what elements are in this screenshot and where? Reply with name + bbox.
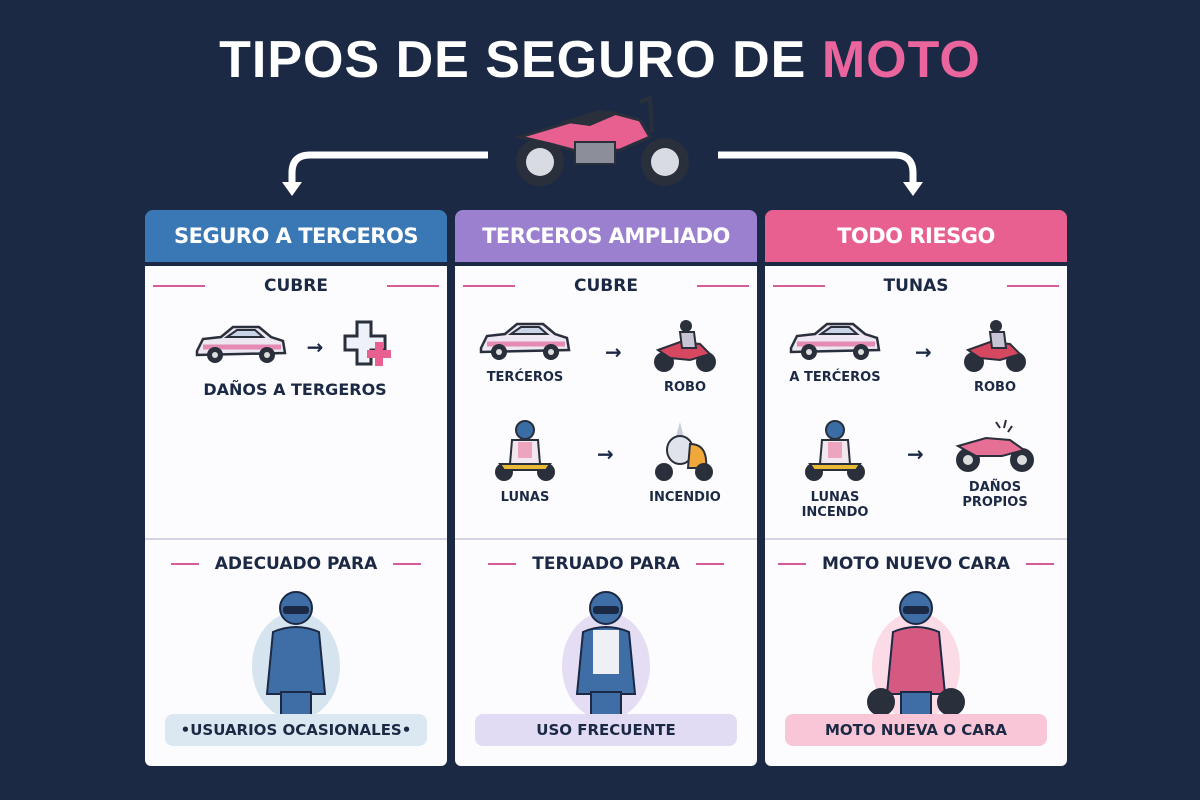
fire-motorcycle-icon (625, 418, 745, 484)
rider-person-icon (252, 591, 340, 723)
coverage-heading: TUNAS (765, 276, 1067, 296)
insurance-column: TODO RIESGO TUNAS A TERĆEROS ROBO LUNAS … (765, 210, 1067, 766)
flow-arrows (282, 151, 923, 196)
coverage-item: LUNAS (465, 418, 585, 505)
arrow-right-icon: → (597, 442, 614, 466)
coverage-item: INCENDIO (625, 418, 745, 505)
suited-heading: TERUADO PARA (455, 554, 757, 574)
suited-heading-text: ADECUADO PARA (214, 554, 378, 574)
coverage-item: DAÑOS PROPIOS (935, 418, 1055, 510)
column-header: TERCEROS AMPLIADO (455, 210, 757, 262)
divider (455, 538, 757, 540)
motorcycle-thief-icon (625, 318, 745, 374)
arrow-right-icon: → (915, 340, 932, 364)
coverage-heading: CUBRE (145, 276, 447, 296)
page-title: TIPOS DE SEGURO DE MOTO (0, 30, 1200, 90)
car-icon (465, 318, 585, 364)
suited-heading-text: MOTO NUEVO CARA (821, 554, 1011, 574)
rider-person-icon (562, 591, 650, 723)
coverage-item: → DAÑOS A TERGEROS (170, 318, 420, 399)
coverage-heading-text: CUBRE (574, 276, 638, 296)
coverage-item: A TERĆEROS (775, 318, 895, 385)
audience-badge: MOTO NUEVA O CARA (785, 714, 1047, 746)
car-icon (775, 318, 895, 364)
title-accent: MOTO (821, 31, 981, 89)
coverage-heading-text: TUNAS (883, 276, 949, 296)
coverage-item: LUNAS INCENDO (775, 418, 895, 520)
coverage-label: INCENDIO (649, 490, 721, 505)
audience-badge: USO FRECUENTE (475, 714, 737, 746)
column-body: TUNAS A TERĆEROS ROBO LUNAS INCENDO DAÑO… (765, 266, 1067, 766)
medical-cross-icon (341, 318, 397, 376)
coverage-item: TERĆEROS (465, 318, 585, 385)
column-header: SEGURO A TERCEROS (145, 210, 447, 262)
column-body: CUBRE TERĆEROS ROBO LUNAS INCENDIO → → TE… (455, 266, 757, 766)
coverage-item: ROBO (625, 318, 745, 395)
audience-badge: •USUARIOS OCASIONALES• (165, 714, 427, 746)
coverage-label: LUNAS (500, 490, 550, 505)
coverage-heading-text: CUBRE (264, 276, 328, 296)
title-text: TIPOS DE SEGURO DE (219, 31, 807, 89)
divider (145, 538, 447, 540)
damaged-motorcycle-icon (935, 418, 1055, 474)
arrow-right-icon: → (907, 442, 924, 466)
suited-heading: MOTO NUEVO CARA (765, 554, 1067, 574)
arrow-right-icon: → (605, 340, 622, 364)
rider-icon (775, 418, 895, 484)
coverage-label: A TERĆEROS (789, 370, 881, 385)
suited-heading: ADECUADO PARA (145, 554, 447, 574)
insurance-column: TERCEROS AMPLIADO CUBRE TERĆEROS ROBO LU… (455, 210, 757, 766)
coverage-label: DAÑOS A TERGEROS (203, 380, 387, 399)
column-body: CUBRE → DAÑOS A TERGEROS ADECUADO PARA •… (145, 266, 447, 766)
insurance-column: SEGURO A TERCEROS CUBRE → DAÑOS A TERGER… (145, 210, 447, 766)
coverage-label: DAÑOS PROPIOS (962, 480, 1028, 510)
suited-heading-text: TERUADO PARA (532, 554, 680, 574)
motorcycle-icon (514, 95, 689, 186)
coverage-item: ROBO (935, 318, 1055, 395)
divider (765, 538, 1067, 540)
coverage-label: TERĆEROS (486, 370, 564, 385)
arrow-right-icon: → (306, 335, 324, 359)
coverage-label: ROBO (973, 380, 1017, 395)
car-icon (193, 321, 289, 373)
coverage-label: ROBO (663, 380, 707, 395)
motorcycle-thief-icon (935, 318, 1055, 374)
rider-person-icon (867, 591, 965, 723)
rider-icon (465, 418, 585, 484)
coverage-label: LUNAS INCENDO (801, 490, 869, 520)
column-header: TODO RIESGO (765, 210, 1067, 262)
coverage-heading: CUBRE (455, 276, 757, 296)
